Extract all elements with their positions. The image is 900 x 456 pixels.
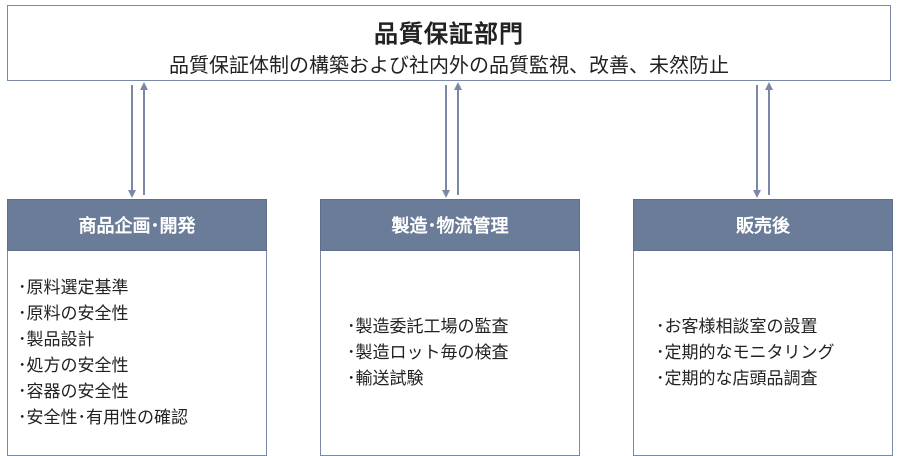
- list-item: ･お客様相談室の設置: [656, 317, 818, 337]
- list-item: ･定期的なモニタリング: [656, 343, 835, 363]
- item-list: ･製造委託工場の監査 ･製造ロット毎の検査 ･輸送試験: [321, 314, 579, 392]
- card-product-planning: 商品企画･開発 ･原料選定基準 ･原料の安全性 ･製品設計 ･処方の安全性 ･容…: [7, 199, 267, 456]
- item-list: ･原料選定基準 ･原料の安全性 ･製品設計 ･処方の安全性 ･容器の安全性 ･安…: [8, 275, 266, 431]
- card-header: 販売後: [633, 199, 893, 251]
- list-item: ･安全性･有用性の確認: [18, 408, 188, 428]
- list-item: ･原料の安全性: [18, 304, 129, 324]
- card-header: 商品企画･開発: [7, 199, 267, 251]
- card-body: ･お客様相談室の設置 ･定期的なモニタリング ･定期的な店頭品調査: [633, 251, 893, 456]
- quality-assurance-department-box: 品質保証部門 品質保証体制の構築および社内外の品質監視、改善、未然防止: [7, 5, 891, 81]
- card-after-sales: 販売後 ･お客様相談室の設置 ･定期的なモニタリング ･定期的な店頭品調査: [633, 199, 893, 456]
- department-description: 品質保証体制の構築および社内外の品質監視、改善、未然防止: [169, 53, 729, 77]
- card-manufacturing-logistics: 製造･物流管理 ･製造委託工場の監査 ･製造ロット毎の検査 ･輸送試験: [320, 199, 580, 456]
- list-item: ･定期的な店頭品調査: [656, 369, 818, 389]
- card-header: 製造･物流管理: [320, 199, 580, 251]
- list-item: ･処方の安全性: [18, 356, 129, 376]
- list-item: ･容器の安全性: [18, 382, 129, 402]
- list-item: ･輸送試験: [347, 369, 424, 389]
- list-item: ･原料選定基準: [18, 278, 129, 298]
- item-list: ･お客様相談室の設置 ･定期的なモニタリング ･定期的な店頭品調査: [634, 314, 892, 392]
- list-item: ･製造委託工場の監査: [347, 317, 509, 337]
- list-item: ･製品設計: [18, 330, 95, 350]
- department-title: 品質保証部門: [374, 20, 524, 48]
- card-body: ･製造委託工場の監査 ･製造ロット毎の検査 ･輸送試験: [320, 251, 580, 456]
- list-item: ･製造ロット毎の検査: [347, 343, 509, 363]
- card-body: ･原料選定基準 ･原料の安全性 ･製品設計 ･処方の安全性 ･容器の安全性 ･安…: [7, 251, 267, 456]
